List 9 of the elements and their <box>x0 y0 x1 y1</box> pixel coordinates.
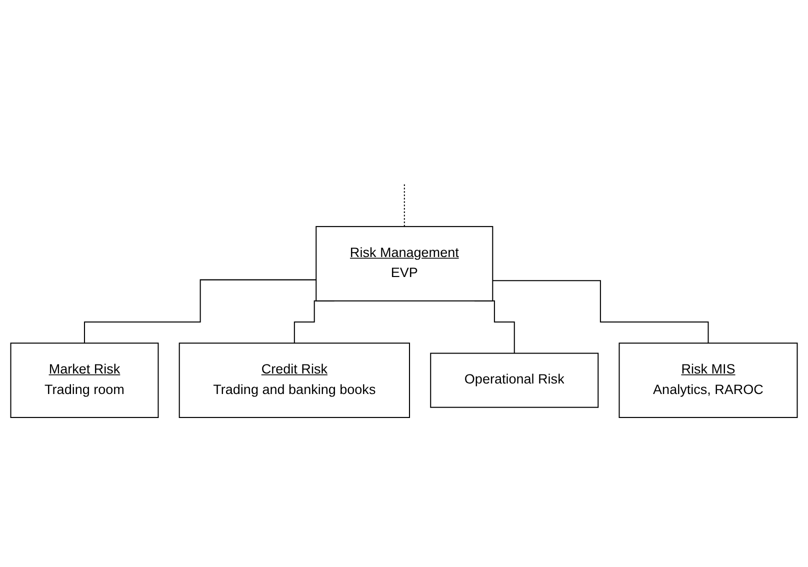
connector <box>404 183 405 227</box>
node-box <box>178 342 410 418</box>
connector <box>492 280 709 344</box>
node-box <box>618 342 798 418</box>
node-box <box>10 342 159 418</box>
connector <box>84 278 316 344</box>
org-chart-drawing: Risk Management EVP Market Risk Trading room Credit Risk Trading and banking books Operational Risk Risk MIS Analytics, RAROC <box>4 4 804 564</box>
node-box <box>430 352 599 408</box>
node-box <box>316 226 494 301</box>
